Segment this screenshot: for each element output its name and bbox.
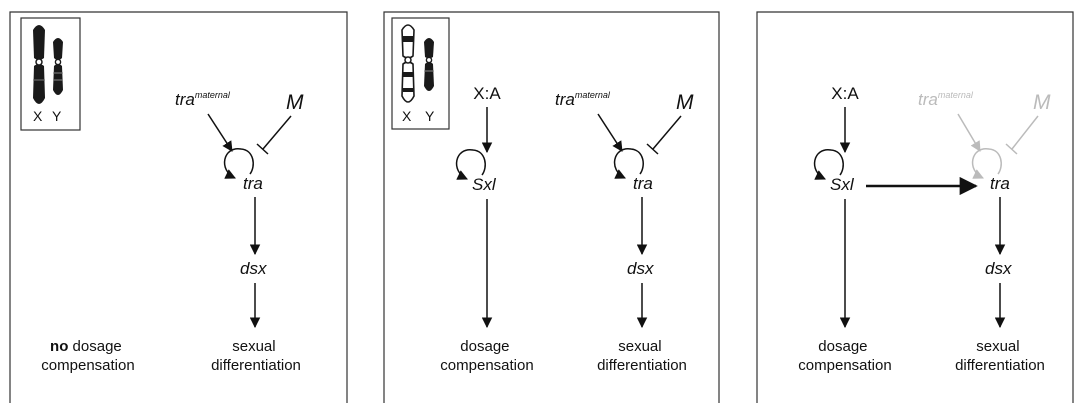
panel-1: X Y tramaternal M tra dsx no dosage comp… [9, 11, 348, 403]
tra-label: tra [633, 174, 653, 193]
m-factor-label: M [676, 91, 694, 114]
no-dosage-compensation-label: no dosage compensation [41, 338, 134, 374]
sxl-autoregulation-loop [813, 149, 844, 180]
maternal-superscript: maternal [195, 90, 231, 100]
sexual-differentiation-label: sexual differentiation [955, 338, 1045, 374]
maternal-superscript: maternal [938, 90, 974, 100]
karyotype-inset: X Y [20, 17, 81, 131]
x-label: X [402, 108, 412, 124]
tra-autoregulation-loop-faded [971, 148, 1002, 179]
xa-ratio-label: X:A [831, 84, 859, 103]
sxl-label: Sxl [830, 175, 855, 194]
panel-2-border [383, 11, 720, 403]
arrow-tra-maternal-to-tra-faded [957, 113, 981, 152]
x-chromosome-icon [33, 25, 45, 104]
maternal-superscript: maternal [575, 90, 611, 100]
panel-1-border [9, 11, 348, 403]
tra-maternal-label: tramaternal [175, 90, 231, 109]
karyotype-box [20, 17, 81, 131]
panel-2: X Y X:A Sxl tramaternal M tra dsx dosage… [383, 11, 720, 403]
tra-maternal-label: tramaternal [555, 90, 611, 109]
karyotype-box [391, 17, 450, 130]
tra-label: tra [243, 174, 263, 193]
m-factor-label-faded: M [1033, 91, 1051, 114]
x-label: X [33, 108, 43, 124]
inhibition-m-to-tra-faded [1005, 115, 1039, 155]
tra-maternal-label-faded: tramaternal [918, 90, 974, 109]
y-label: Y [425, 108, 435, 124]
tra-autoregulation-loop [613, 148, 644, 179]
sexual-differentiation-label: sexual differentiation [211, 338, 301, 374]
xa-ratio-label: X:A [473, 84, 501, 103]
dosage-compensation-label: dosage compensation [798, 338, 891, 374]
tra-autoregulation-loop [223, 148, 254, 179]
arrow-tra-maternal-to-tra [597, 113, 623, 152]
inhibition-m-to-tra [256, 115, 292, 155]
panel-3-border [756, 11, 1074, 403]
dsx-label: dsx [985, 259, 1012, 278]
karyotype-inset: X Y [391, 17, 450, 130]
tra-label: tra [990, 174, 1010, 193]
sxl-autoregulation-loop [455, 149, 486, 180]
dsx-label: dsx [240, 259, 267, 278]
inhibition-m-to-tra [646, 115, 682, 155]
y-chromosome-icon [53, 38, 63, 95]
y-chromosome-icon [424, 38, 434, 91]
sxl-label: Sxl [472, 175, 497, 194]
arrow-tra-maternal-to-tra [207, 113, 233, 152]
y-label: Y [52, 108, 62, 124]
dosage-compensation-label: dosage compensation [440, 338, 533, 374]
dsx-label: dsx [627, 259, 654, 278]
sexual-differentiation-label: sexual differentiation [597, 338, 687, 374]
m-factor-label: M [286, 91, 304, 114]
x-chromosome-icon [401, 24, 415, 103]
panel-3: X:A Sxl tramaternal M tra dsx dosage com… [756, 11, 1074, 403]
